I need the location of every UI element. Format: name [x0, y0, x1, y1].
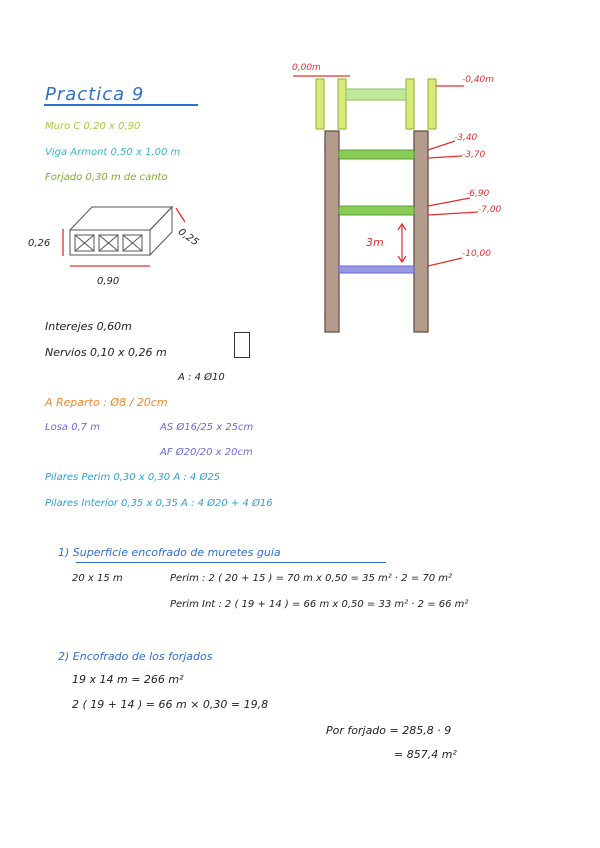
level-0-40: -0,40m: [462, 75, 495, 85]
top-width-label: 0,00m: [292, 63, 321, 73]
level-10-00: -10,00: [462, 249, 492, 259]
pilares-perimetrales: Pilares Perim 0,30 x 0,30 A : 4 Ø25: [45, 472, 221, 483]
level-6-90: -6,90: [466, 189, 490, 199]
section-2-heading: 2) Encofrado de los forjados: [58, 650, 213, 663]
title-underline: [44, 104, 198, 106]
block-height: 0,26: [28, 238, 51, 249]
section-1-dims: 20 x 15 m: [72, 573, 123, 584]
armado: A : 4 Ø10: [178, 372, 225, 383]
nervios: Nervios 0,10 x 0,26 m: [45, 346, 167, 359]
gap-label: 3m: [366, 236, 384, 249]
section-1-line-2: Perim Int : 2 ( 19 + 14 ) = 66 m x 0,50 …: [170, 599, 469, 610]
spec-muro: Muro C 0,20 x 0,90: [45, 121, 141, 132]
nervio-section-icon: [234, 332, 250, 358]
level-3-40: -3,40: [454, 133, 478, 143]
section-2-line-1: 19 x 14 m = 266 m²: [72, 673, 184, 686]
section-2-line-3: Por forjado = 285,8 · 9: [326, 724, 452, 737]
losa: Losa 0,7 m: [45, 422, 101, 433]
pilares-interiores: Pilares Interior 0,35 x 0,35 A : 4 Ø20 +…: [45, 498, 273, 509]
reparto: A Reparto : Ø8 / 20cm: [45, 396, 168, 409]
level-3-70: -3,70: [462, 150, 486, 160]
armado-inferior: AF Ø20/20 x 20cm: [160, 447, 253, 458]
spec-viga: Viga Armont 0,50 x 1,00 m: [45, 147, 181, 158]
block-width: 0,90: [97, 276, 120, 287]
section-1-underline: [76, 562, 386, 563]
section-2-line-4: = 857,4 m²: [394, 748, 457, 761]
section-1-heading: 1) Superficie encofrado de muretes guia: [58, 546, 281, 559]
armado-superior: AS Ø16/25 x 25cm: [160, 422, 254, 433]
level-7-00: -7,00: [478, 205, 502, 215]
page-title: Practica 9: [45, 84, 145, 105]
interejes: Interejes 0,60m: [45, 320, 132, 333]
spec-forjado: Forjado 0,30 m de canto: [45, 172, 168, 183]
section-1-line-1: Perim : 2 ( 20 + 15 ) = 70 m x 0,50 = 35…: [170, 573, 453, 584]
section-2-line-2: 2 ( 19 + 14 ) = 66 m × 0,30 = 19,8: [72, 698, 269, 711]
